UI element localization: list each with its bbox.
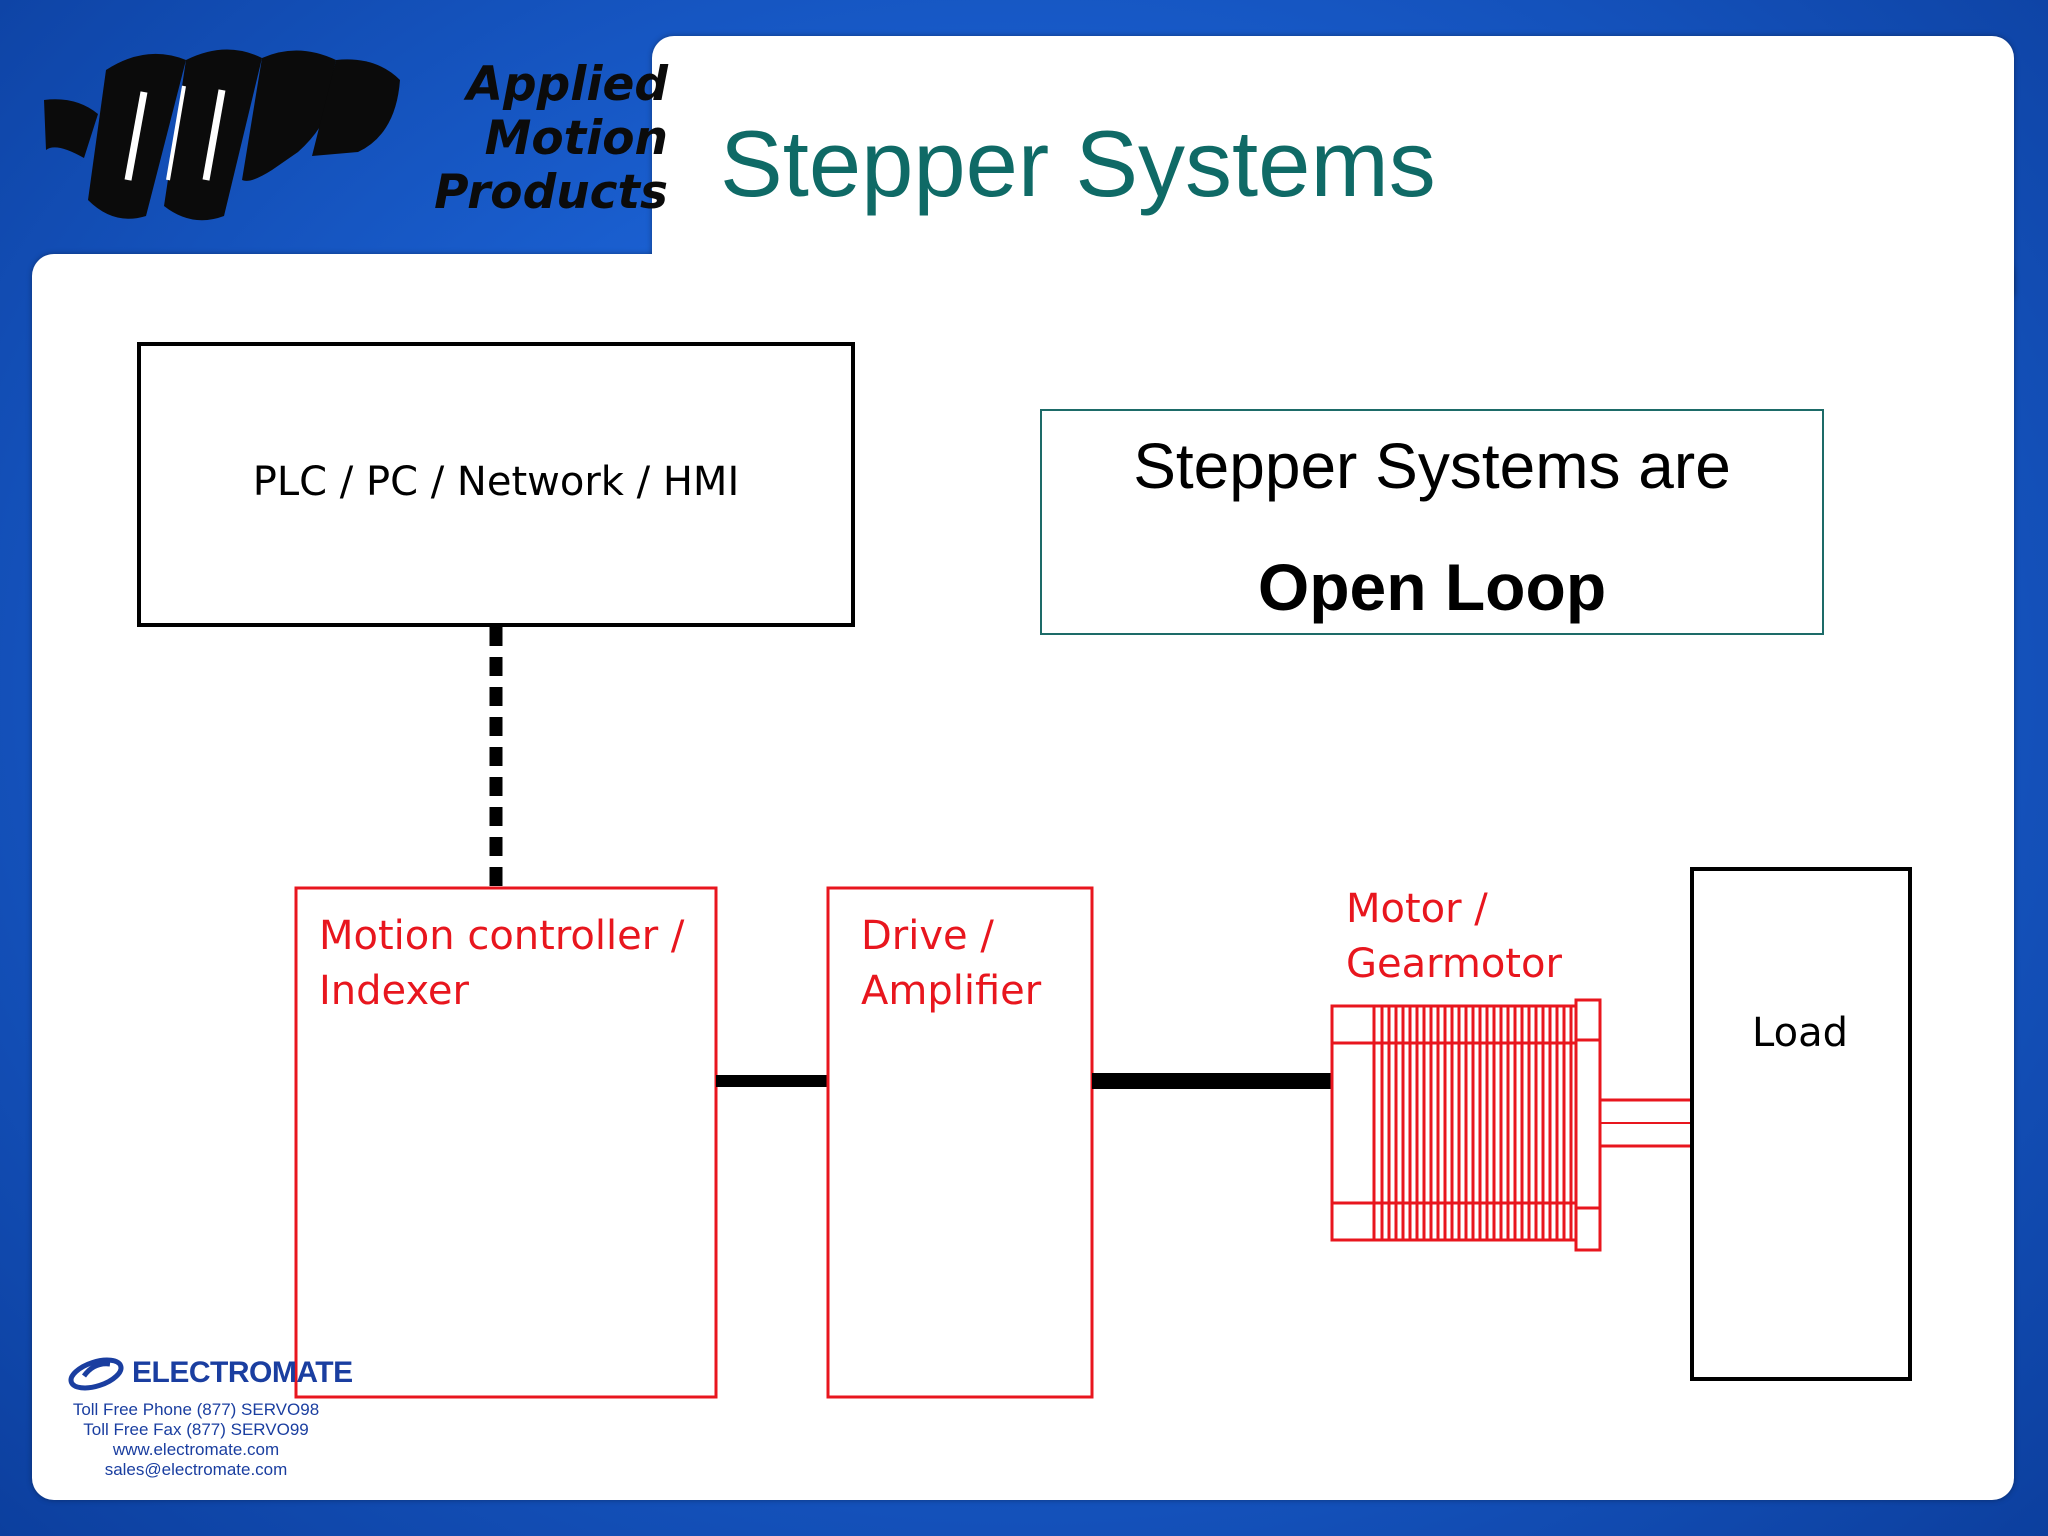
electromate-logo-icon (68, 1357, 124, 1391)
contact-info: Toll Free Phone (877) SERVO98 Toll Free … (66, 1400, 326, 1480)
load-box (1690, 867, 1912, 1381)
logo-line-applied: Applied (466, 57, 668, 112)
controller-label-line1: Motion controller / (319, 913, 685, 959)
logo-wordmark: Applied Motion Products (408, 58, 668, 220)
drive-label-line2: Amplifier (861, 968, 1042, 1014)
callout-line2: Open Loop (1257, 550, 1607, 624)
plc-label: PLC / PC / Network / HMI (253, 459, 740, 505)
motor-label-line2: Gearmotor (1346, 941, 1562, 987)
drive-label-line1: Drive / (861, 913, 994, 959)
open-loop-callout: Stepper Systems are Open Loop (1040, 409, 1824, 635)
logo-line-motion: Motion (484, 111, 668, 166)
contact-email[interactable]: sales@electromate.com (104, 1460, 288, 1479)
contact-phone: Toll Free Phone (877) SERVO98 (72, 1400, 320, 1419)
slide-title: Stepper Systems (720, 111, 1436, 216)
stepper-motor-icon (1330, 998, 1694, 1252)
plc-box (137, 342, 855, 627)
logo-line-products: Products (434, 165, 668, 220)
drive-box (826, 886, 1094, 1399)
electromate-name: ELECTROMATE (132, 1356, 353, 1389)
callout-line1: Stepper Systems are (1133, 430, 1731, 502)
contact-fax: Toll Free Fax (877) SERVO99 (83, 1420, 309, 1439)
contact-web[interactable]: www.electromate.com (112, 1440, 280, 1459)
motion-controller-box (294, 886, 718, 1399)
load-label: Load (1752, 1010, 1848, 1056)
applied-motion-logo: Applied Motion Products (36, 30, 668, 240)
controller-label-line2: Indexer (319, 968, 469, 1014)
coil-logo-icon (44, 49, 400, 221)
panel-join (652, 230, 2014, 290)
motor-label-line1: Motor / (1346, 886, 1488, 932)
